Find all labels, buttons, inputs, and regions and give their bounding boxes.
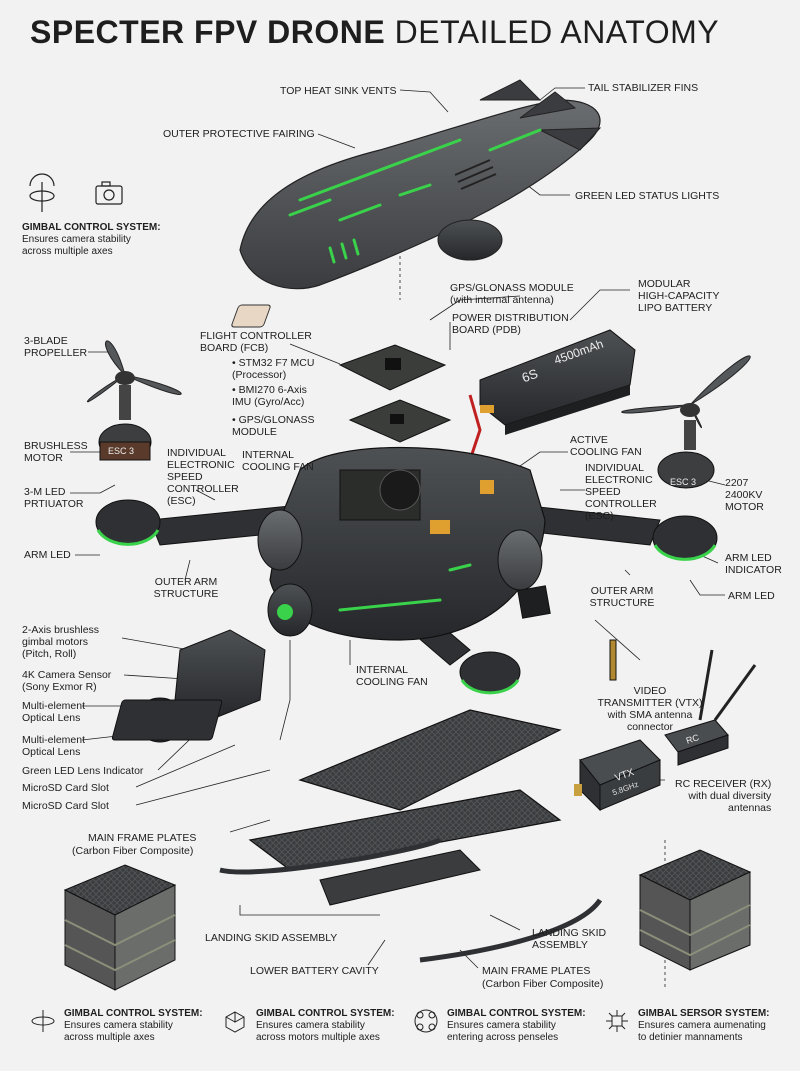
axes-cube-icon: [225, 1011, 245, 1033]
label-landing-skid-right: LANDING SKID ASSEMBLY: [532, 927, 607, 951]
carbon-sample-right: [638, 849, 752, 971]
label-led-actuator: 3-M LED PRTIUATOR: [24, 486, 84, 510]
label-power-distribution-board: POWER DISTRIBUTION BOARD (PDB): [452, 312, 569, 336]
vtx-module: [574, 639, 661, 812]
label-fcb-imu: • BMI270 6-Axis IMU (Gyro/Acc): [232, 384, 307, 408]
label-rc-receiver: RC RECEIVER (RX) with dual diversity ant…: [675, 778, 772, 814]
rc-receiver: [664, 649, 757, 766]
label-main-frame-plates-top: MAIN FRAME PLATES: [88, 832, 197, 844]
legend-2-heading: GIMBAL CONTROL SYSTEM:: [256, 1008, 395, 1019]
legend-1-heading: GIMBAL CONTROL SYSTEM:: [64, 1008, 203, 1019]
label-flight-controller-board: FLIGHT CONTROLLER BOARD (FCB): [200, 330, 312, 354]
label-outer-arm-left: OUTER ARM STRUCTURE: [153, 576, 219, 600]
label-arm-led-indicator: ARM LED INDICATOR: [725, 552, 782, 576]
outer-fairing: [239, 79, 602, 290]
label-gimbal-motors: 2-Axis brushless gimbal motors (Pitch, R…: [22, 624, 100, 660]
label-motor-2207: 2207 2400KV MOTOR: [725, 477, 764, 513]
label-microsd-2: MicroSD Card Slot: [22, 800, 109, 812]
label-active-cooling-fan: ACTIVE COOLING FAN: [570, 434, 642, 458]
label-video-transmitter: VIDEO TRANSMITTER (VTX) with SMA antenna…: [597, 685, 703, 733]
main-frame: [95, 446, 718, 695]
legend-4-heading: GIMBAL SERSOR SYSTEM:: [638, 1008, 770, 1019]
label-green-led-lens: Green LED Lens Indicator: [22, 765, 144, 777]
label-arm-led-left: ARM LED: [24, 549, 71, 561]
microsd-card: [111, 699, 223, 741]
title-bold: SPECTER FPV DRONE: [30, 14, 386, 50]
label-landing-skid-left: LANDING SKID ASSEMBLY: [205, 932, 338, 944]
label-main-frame-plates-top-sub: (Carbon Fiber Composite): [72, 845, 194, 857]
gimbal-control-top-body: Ensures camera stability across multiple…: [22, 234, 131, 257]
label-individual-esc-left: INDIVIDUAL ELECTRONIC SPEED CONTROLLER (…: [167, 447, 239, 507]
label-brushless-motor: BRUSHLESS MOTOR: [24, 440, 88, 464]
label-optical-lens-2: Multi-element Optical Lens: [22, 734, 86, 758]
title-light: DETAILED ANATOMY: [394, 14, 720, 50]
gimbal-control-top: GIMBAL CONTROL SYSTEM: Ensures camera st…: [22, 222, 192, 258]
label-outer-arm-right: OUTER ARM STRUCTURE: [589, 585, 655, 609]
label-optical-lens-1: Multi-element Optical Lens: [22, 700, 86, 724]
label-internal-cooling-fan-top: INTERNAL COOLING FAN: [242, 449, 314, 473]
legend-2-body: Ensures camera stability across motors m…: [256, 1020, 380, 1043]
label-gps-glonass-module: GPS/GLONASS MODULE (with internal antenn…: [450, 282, 574, 306]
frame-plate: [219, 709, 603, 963]
label-green-led-status-lights: GREEN LED STATUS LIGHTS: [575, 190, 720, 202]
gimbal-control-top-heading: GIMBAL CONTROL SYSTEM:: [22, 222, 161, 233]
legend-1-body: Ensures camera stability across multiple…: [64, 1020, 173, 1043]
sensor-chip-icon: [606, 1010, 628, 1032]
label-fcb-mcu: • STM32 F7 MCU (Processor): [232, 357, 315, 381]
electronics-stack: [231, 304, 636, 461]
label-outer-protective-fairing: OUTER PROTECTIVE FAIRING: [163, 128, 315, 140]
right-propeller: [621, 355, 751, 489]
esc-right-text: ESC 3: [670, 477, 697, 487]
gimbal-rotate-icon-top: [29, 173, 55, 212]
label-main-frame-plates-bottom: MAIN FRAME PLATES: [482, 965, 591, 977]
esc-left-text: ESC 3: [108, 446, 135, 456]
camera-icon-top: [95, 181, 123, 205]
label-modular-battery: MODULAR HIGH-CAPACITY LIPO BATTERY: [638, 278, 720, 314]
label-arm-led-right: ARM LED: [728, 590, 775, 602]
label-camera-sensor: 4K Camera Sensor (Sony Exmor R): [22, 669, 112, 693]
legend-4-body: Ensures camera aumenating to detinier ma…: [638, 1020, 766, 1043]
label-internal-cooling-fan-mid: INTERNAL COOLING FAN: [356, 664, 428, 688]
label-three-blade-propeller: 3-BLADE PROPELLER: [24, 335, 88, 359]
label-microsd-1: MicroSD Card Slot: [22, 782, 109, 794]
label-main-frame-plates-bottom-sub: (Carbon Fiber Composite): [482, 978, 604, 990]
legend-3-heading: GIMBAL CONTROL SYSTEM:: [447, 1008, 586, 1019]
label-tail-stabilizer-fins: TAIL STABILIZER FINS: [588, 82, 699, 94]
gimbal-rotate-icon: [31, 1010, 55, 1032]
page-title: SPECTER FPV DRONE DETAILED ANATOMY: [30, 14, 719, 51]
drone-quad-icon: [414, 1009, 438, 1033]
legend-3-body: Ensures camera stability entering across…: [447, 1020, 559, 1043]
label-top-heat-sink-vents: TOP HEAT SINK VENTS: [280, 85, 397, 97]
label-lower-battery-cavity: LOWER BATTERY CAVITY: [250, 965, 379, 977]
carbon-sample-left: [63, 864, 177, 991]
label-individual-esc-right: INDIVIDUAL ELECTRONIC SPEED CONTROLLER (…: [585, 462, 657, 522]
label-fcb-gps: • GPS/GLONASS MODULE: [232, 414, 315, 438]
left-propeller: [86, 340, 182, 461]
